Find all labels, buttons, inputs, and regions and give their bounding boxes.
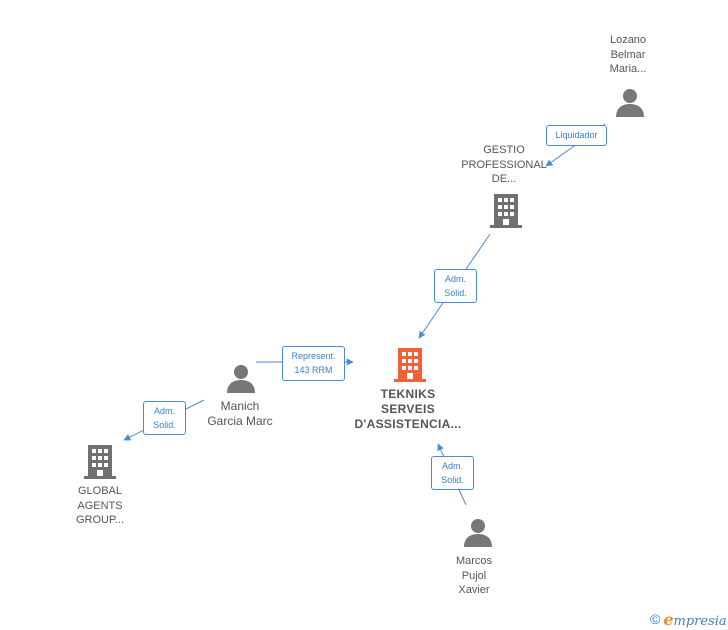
node-gestio-label: GESTIO PROFESSIONAL DE... (452, 143, 556, 187)
edge-badge-gestio-tekniks-line-1: Adm. (444, 274, 466, 284)
node-lozano-line-3: Maria... (609, 63, 647, 75)
brand-name: empresia (663, 610, 726, 629)
node-marcos-line-2: Pujol (461, 569, 487, 582)
person-icon-lozano[interactable] (614, 88, 646, 118)
node-tekniks-line-2: SERVEIS (381, 402, 435, 416)
node-marcos-label: Marcos Pujol Xavier (440, 554, 508, 598)
node-global-line-1: GLOBAL (77, 485, 123, 497)
node-global-line-2: AGENTS (77, 499, 123, 512)
edge-badge-gestio-tekniks: Adm. Solid. (434, 269, 477, 303)
edge-badge-represent: Represent. 143 RRM (282, 346, 345, 381)
building-icon-gestio[interactable] (490, 194, 522, 228)
edge-badge-manich-global-line-2: Solid. (153, 420, 176, 430)
edge-badge-marcos-tekniks-line-2: Solid. (441, 475, 464, 485)
node-gestio-line-1: GESTIO (483, 144, 525, 156)
node-gestio-line-3: DE... (491, 173, 517, 185)
edge-badge-represent-line-2: 143 RRM (294, 365, 333, 375)
node-tekniks-line-1: TEKNIKS (380, 387, 436, 401)
person-icon-marcos[interactable] (462, 518, 494, 548)
node-marcos-line-3: Xavier (458, 584, 490, 596)
edge-badge-manich-global-line-1: Adm. (153, 406, 175, 416)
edge-badge-liquidador-text: Liquidador (555, 130, 598, 140)
node-lozano-label: Lozano Belmar Maria... (598, 33, 658, 77)
person-icon-manich[interactable] (225, 364, 257, 394)
brand-initial: e (663, 609, 674, 629)
node-marcos-line-1: Marcos (455, 555, 493, 567)
edge-badge-represent-line-1: Represent. (291, 351, 336, 361)
brand-watermark: © empresia (650, 609, 727, 629)
node-global-label: GLOBAL AGENTS GROUP... (62, 484, 138, 528)
node-gestio-line-2: PROFESSIONAL (461, 158, 547, 171)
node-manich-line-2: Garcia Marc (207, 414, 273, 428)
node-global-line-3: GROUP... (75, 514, 125, 526)
node-manich-label: Manich Garcia Marc (196, 399, 284, 429)
node-manich-line-1: Manich (220, 399, 260, 413)
building-icon-global[interactable] (84, 445, 116, 479)
brand-name-rest: mpresia (673, 613, 727, 629)
copyright-icon: © (650, 611, 661, 627)
node-tekniks-line-3: D'ASSISTENCIA... (354, 417, 462, 431)
node-lozano-line-2: Belmar (610, 48, 646, 61)
edge-badge-gestio-tekniks-line-2: Solid. (444, 288, 467, 298)
edge-badge-manich-global: Adm. Solid. (143, 401, 186, 435)
building-icon-tekniks[interactable] (394, 348, 426, 382)
edge-badge-liquidador: Liquidador (546, 125, 607, 146)
edge-badge-marcos-tekniks: Adm. Solid. (431, 456, 474, 490)
node-tekniks-label[interactable]: TEKNIKS SERVEIS D'ASSISTENCIA... (340, 387, 476, 432)
edge-badge-marcos-tekniks-line-1: Adm. (441, 461, 463, 471)
node-lozano-line-1: Lozano (609, 34, 647, 46)
